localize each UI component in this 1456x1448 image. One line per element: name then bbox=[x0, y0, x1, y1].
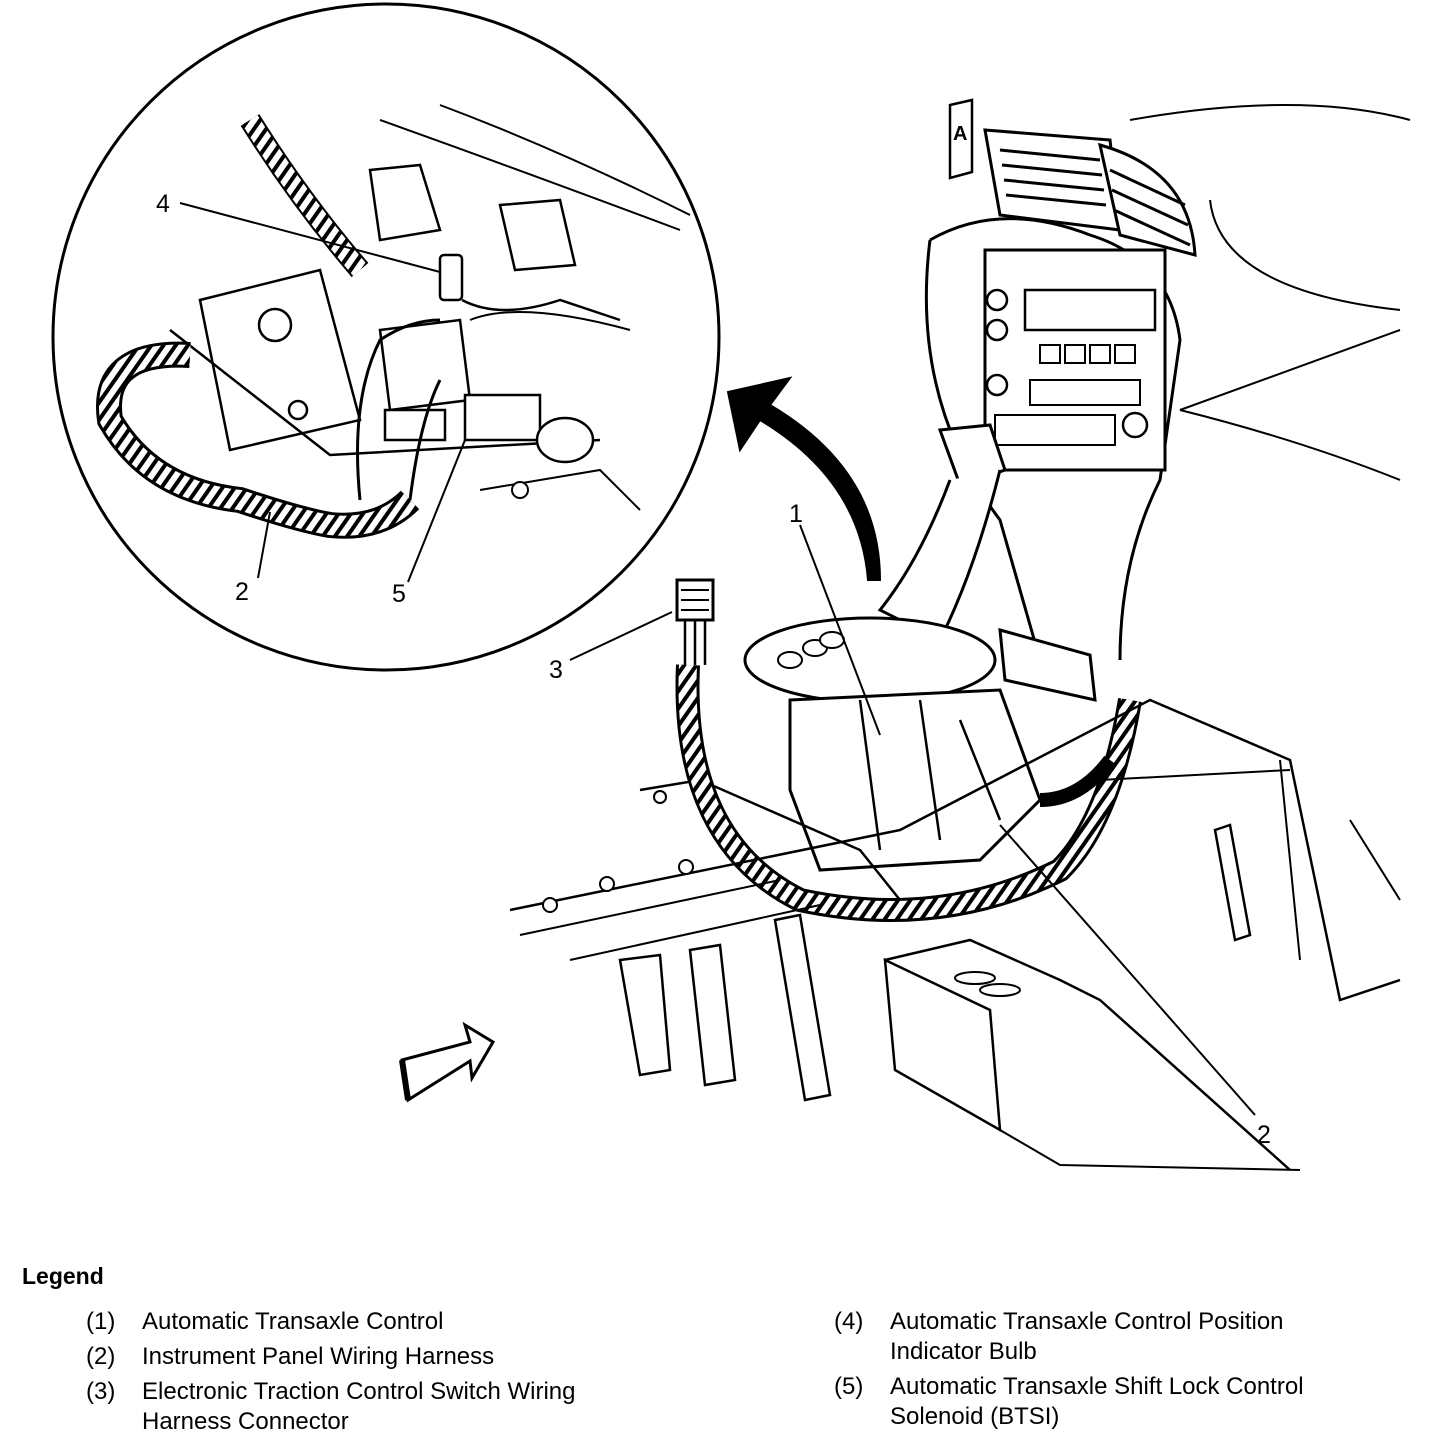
legend-title: Legend bbox=[22, 1263, 104, 1289]
legend-number: (1) bbox=[86, 1308, 116, 1335]
shifter-assembly bbox=[639, 423, 1097, 901]
legend-text: Automatic Transaxle Control bbox=[142, 1308, 444, 1335]
legend-item-3: (3) Electronic Traction Control Switch W… bbox=[86, 1377, 746, 1437]
callout-2-main: 2 bbox=[1257, 1121, 1271, 1149]
instrument-panel-harness bbox=[675, 664, 1142, 922]
legend-column-left: (1) Automatic Transaxle Control (2) Inst… bbox=[86, 1307, 746, 1442]
callout-4: 4 bbox=[156, 190, 170, 218]
front-direction-arrow bbox=[400, 1021, 496, 1103]
callout-2-detail: 2 bbox=[235, 578, 249, 606]
legend-text: Instrument Panel Wiring Harness bbox=[142, 1343, 495, 1370]
legend-text: Automatic Transaxle Shift Lock Control S… bbox=[890, 1373, 1304, 1430]
callout-5: 5 bbox=[392, 580, 406, 608]
legend-item-1: (1) Automatic Transaxle Control bbox=[86, 1307, 746, 1337]
legend-text: Automatic Transaxle Control Position Ind… bbox=[890, 1308, 1284, 1365]
callout-3: 3 bbox=[549, 656, 563, 684]
vent-badge: A bbox=[953, 123, 967, 145]
legend-column-right: (4) Automatic Transaxle Control Position… bbox=[834, 1307, 1434, 1437]
legend-item-2: (2) Instrument Panel Wiring Harness bbox=[86, 1342, 746, 1372]
floor-structure bbox=[509, 698, 1401, 1171]
legend-number: (2) bbox=[86, 1343, 116, 1370]
dashboard-console: A bbox=[924, 98, 1411, 661]
leader-lines bbox=[179, 202, 1256, 1116]
traction-switch-connector bbox=[675, 578, 715, 665]
legend-item-5: (5) Automatic Transaxle Shift Lock Contr… bbox=[834, 1372, 1434, 1432]
legend-text: Electronic Traction Control Switch Wirin… bbox=[142, 1378, 576, 1435]
legend: Legend (1) Automatic Transaxle Control (… bbox=[0, 1255, 1456, 1445]
legend-item-4: (4) Automatic Transaxle Control Position… bbox=[834, 1307, 1434, 1367]
detail-view bbox=[51, 2, 721, 672]
callout-1: 1 bbox=[789, 500, 803, 528]
legend-number: (3) bbox=[86, 1378, 116, 1405]
legend-number: (4) bbox=[834, 1308, 864, 1335]
legend-number: (5) bbox=[834, 1373, 864, 1400]
wiring-diagram: A bbox=[51, 2, 1411, 1171]
detail-pointer-arrow bbox=[726, 376, 882, 581]
